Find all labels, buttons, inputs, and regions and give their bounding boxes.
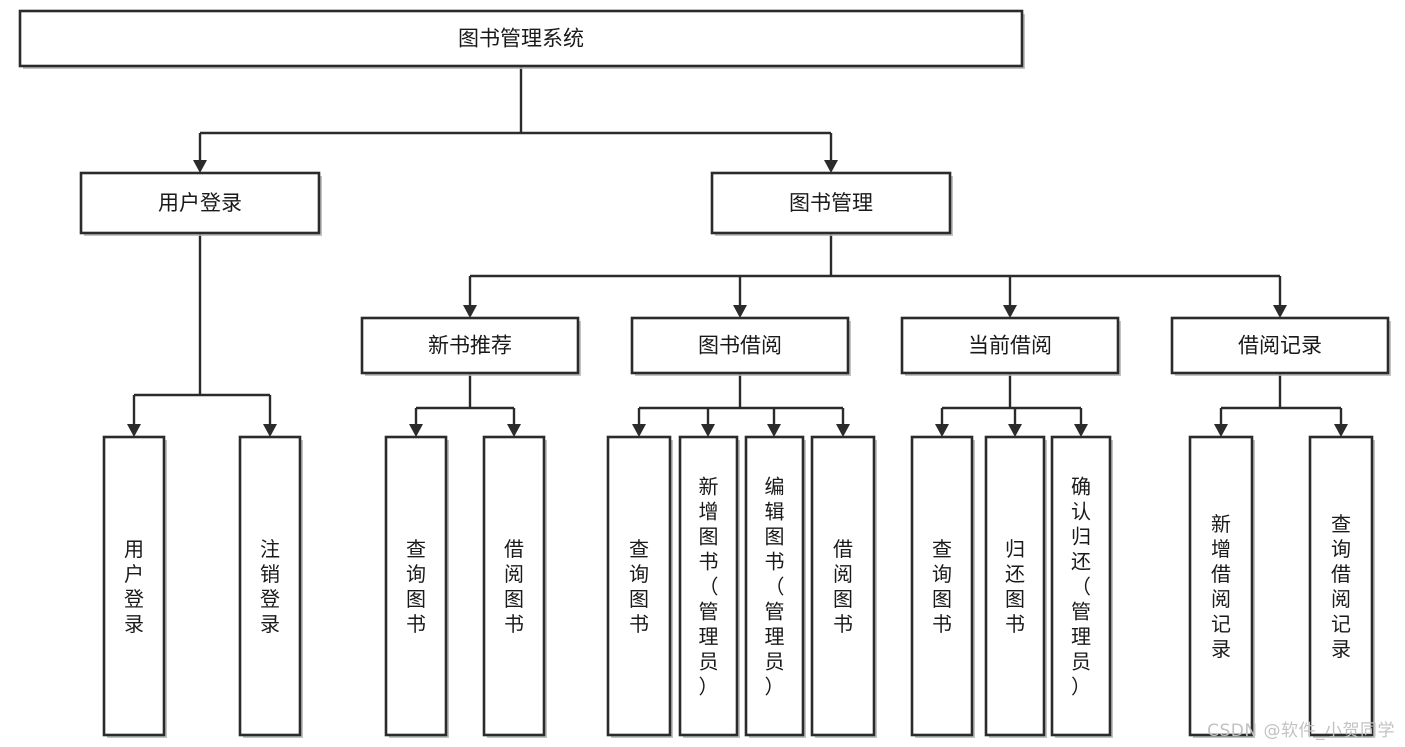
connector-current-to-leaves — [935, 373, 1088, 437]
arrowhead — [1334, 424, 1348, 437]
node-current-borrow[interactable]: 当前借阅 — [900, 316, 1121, 376]
connector-user-login-to-leaves — [127, 233, 277, 437]
node-book-borrow[interactable]: 图书借阅 — [630, 316, 851, 376]
arrowhead — [263, 424, 277, 437]
node-label: 查询图书 — [932, 537, 952, 636]
node-label: 当前借阅 — [968, 334, 1052, 358]
node-box[interactable] — [79, 171, 321, 235]
node-leaf-confirm-return-admin[interactable]: 确认归还（管理员） — [1050, 435, 1113, 738]
node-new-book-recommend[interactable]: 新书推荐 — [360, 316, 581, 376]
node-leaf-query-book-recommend[interactable]: 查询图书 — [384, 435, 449, 738]
node-box[interactable] — [1170, 316, 1390, 375]
node-label: 归还图书 — [1005, 537, 1025, 636]
node-box[interactable] — [984, 435, 1046, 737]
node-label: 新增借阅记录 — [1211, 512, 1231, 661]
node-leaf-edit-book-admin[interactable]: 编辑图书（管理员） — [744, 435, 806, 738]
node-label: 查询图书 — [629, 537, 649, 636]
edges-layer — [127, 66, 1348, 437]
node-box[interactable] — [238, 435, 302, 737]
node-box[interactable] — [1308, 435, 1374, 737]
node-box[interactable] — [910, 435, 974, 737]
node-leaf-query-borrow-record[interactable]: 查询借阅记录 — [1308, 435, 1375, 738]
node-leaf-borrow-book[interactable]: 借阅图书 — [810, 435, 877, 738]
node-label: 图书借阅 — [698, 334, 782, 358]
arrowhead — [767, 424, 781, 437]
connector-record-to-leaves — [1214, 373, 1348, 437]
node-box[interactable] — [18, 9, 1024, 68]
arrowhead — [1273, 305, 1287, 318]
node-label: 查询借阅记录 — [1331, 512, 1351, 661]
node-user-login[interactable]: 用户登录 — [79, 171, 322, 236]
node-box[interactable] — [482, 435, 546, 737]
arrowhead — [733, 305, 747, 318]
node-borrow-record[interactable]: 借阅记录 — [1170, 316, 1391, 376]
node-box[interactable] — [678, 435, 739, 737]
arrowhead — [701, 424, 715, 437]
arrowhead — [409, 424, 423, 437]
node-leaf-add-borrow-record[interactable]: 新增借阅记录 — [1188, 435, 1255, 738]
csdn-watermark: CSDN @软件_小贺同学 — [1207, 721, 1395, 741]
node-box[interactable] — [102, 435, 166, 737]
connector-root-to-level2 — [193, 66, 838, 173]
arrowhead — [1003, 305, 1017, 318]
node-label: 新书推荐 — [428, 334, 512, 358]
arrowhead — [632, 424, 646, 437]
arrowhead — [127, 424, 141, 437]
node-box[interactable] — [384, 435, 448, 737]
node-label: 查询图书 — [406, 537, 426, 636]
node-leaf-logout[interactable]: 注销登录 — [238, 435, 303, 738]
arrowhead — [463, 305, 477, 318]
connector-level2-book-to-level3 — [463, 233, 1287, 318]
connector-borrow-to-leaves — [632, 373, 850, 437]
node-leaf-query-book-borrow[interactable]: 查询图书 — [606, 435, 673, 738]
node-box[interactable] — [900, 316, 1120, 375]
node-label: 用户登录 — [158, 191, 242, 215]
node-label: 确认归还（管理员） — [1071, 475, 1091, 699]
node-label: 新增图书（管理员） — [699, 475, 719, 699]
node-leaf-query-book-current[interactable]: 查询图书 — [910, 435, 975, 738]
node-root[interactable]: 图书管理系统 — [18, 9, 1025, 69]
node-label: 图书管理系统 — [458, 27, 584, 51]
arrowhead — [193, 160, 207, 173]
node-leaf-return-book[interactable]: 归还图书 — [984, 435, 1047, 738]
node-book-management[interactable]: 图书管理 — [710, 171, 953, 236]
arrowhead — [1008, 424, 1022, 437]
arrowhead — [836, 424, 850, 437]
arrowhead — [1214, 424, 1228, 437]
node-label: 用户登录 — [124, 537, 144, 636]
arrowhead — [935, 424, 949, 437]
node-leaf-borrow-book-recommend[interactable]: 借阅图书 — [482, 435, 547, 738]
node-leaf-add-book-admin[interactable]: 新增图书（管理员） — [678, 435, 740, 738]
arrowhead — [507, 424, 521, 437]
node-label: 借阅记录 — [1238, 334, 1322, 358]
node-box[interactable] — [360, 316, 580, 375]
node-label: 借阅图书 — [504, 537, 524, 636]
node-box[interactable] — [606, 435, 672, 737]
node-box[interactable] — [744, 435, 805, 737]
node-box[interactable] — [1050, 435, 1112, 737]
connector-recommend-to-leaves — [409, 373, 521, 437]
node-box[interactable] — [810, 435, 876, 737]
arrowhead — [1074, 424, 1088, 437]
node-label: 注销登录 — [260, 537, 280, 636]
node-label: 图书管理 — [789, 191, 873, 215]
node-label: 编辑图书（管理员） — [765, 475, 785, 699]
node-box[interactable] — [710, 171, 952, 235]
node-box[interactable] — [1188, 435, 1254, 737]
node-leaf-user-login[interactable]: 用户登录 — [102, 435, 167, 738]
node-box[interactable] — [630, 316, 850, 375]
nodes-layer: 图书管理系统用户登录图书管理新书推荐图书借阅当前借阅借阅记录用户登录注销登录查询… — [18, 9, 1391, 738]
node-label: 借阅图书 — [833, 537, 853, 636]
arrowhead — [824, 160, 838, 173]
